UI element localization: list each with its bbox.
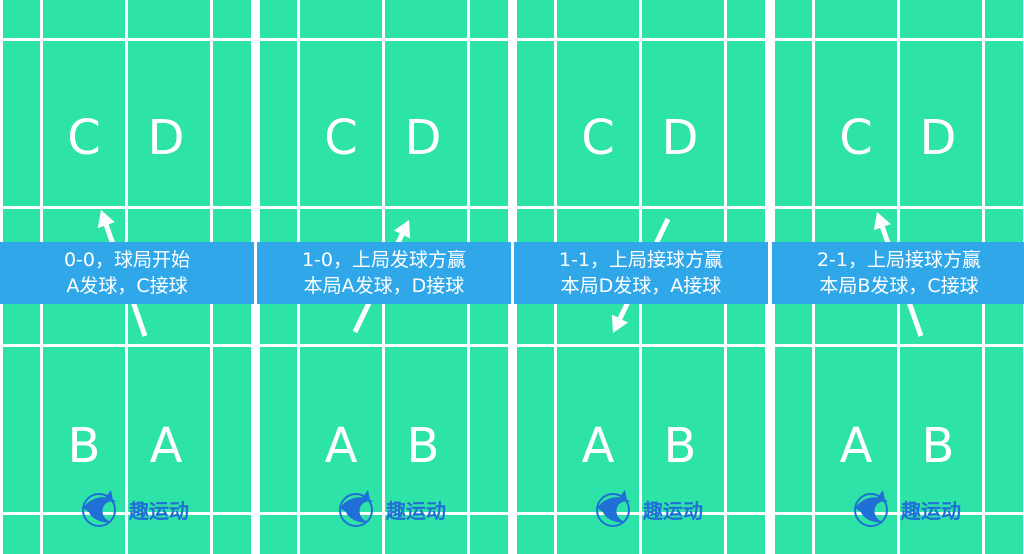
caption-serve-line: A发球，C接球 (66, 275, 188, 297)
caption-score-line: 1-0，上局发球方赢 (301, 249, 467, 271)
back-service-line-top (3, 38, 251, 41)
player-top-left: C (324, 110, 358, 166)
short-service-line-top (3, 206, 251, 209)
short-service-line-top (260, 206, 508, 209)
player-top-right: D (404, 110, 442, 166)
rotation-caption-4: 2-1，上局接球方赢本局B发球，C接球 (772, 242, 1024, 304)
rotation-caption-2: 1-0，上局发球方赢本局A发球，D接球 (257, 242, 511, 304)
player-bottom-left: A (839, 418, 873, 474)
rotation-caption-3: 1-1，上局接球方赢本局D发球，A接球 (514, 242, 768, 304)
quyundong-logo: 趣运动 (82, 490, 189, 527)
logo-text: 趣运动 (385, 499, 446, 523)
short-service-line-bottom (260, 344, 508, 347)
player-bottom-right: B (663, 418, 697, 474)
player-top-right: D (919, 110, 957, 166)
back-service-line-bottom (517, 512, 765, 515)
player-bottom-left: B (67, 418, 101, 474)
quyundong-logo: 趣运动 (339, 490, 446, 527)
quyundong-logo: 趣运动 (596, 490, 703, 527)
back-service-line-bottom (775, 512, 1023, 515)
short-service-line-bottom (3, 344, 251, 347)
player-top-left: C (839, 110, 873, 166)
player-bottom-left: A (581, 418, 615, 474)
player-top-right: D (661, 110, 699, 166)
caption-score-line: 1-1，上局接球方赢 (558, 249, 724, 271)
caption-serve-line: 本局A发球，D接球 (303, 275, 465, 297)
rotation-caption-1: 0-0，球局开始 A发球，C接球 (0, 242, 254, 304)
short-service-line-bottom (517, 344, 765, 347)
caption-serve-line: 本局D发球，A接球 (560, 275, 722, 297)
back-service-line-top (517, 38, 765, 41)
logo-text: 趣运动 (642, 499, 703, 523)
caption-serve-line: 本局B发球，C接球 (819, 275, 979, 297)
player-top-left: C (67, 110, 101, 166)
logo-text: 趣运动 (128, 499, 189, 523)
back-service-line-bottom (3, 512, 251, 515)
short-service-line-top (775, 206, 1023, 209)
quyundong-logo: 趣运动 (854, 490, 961, 527)
player-bottom-left: A (324, 418, 358, 474)
short-service-line-bottom (775, 344, 1023, 347)
back-service-line-top (775, 38, 1023, 41)
back-service-line-bottom (260, 512, 508, 515)
short-service-line-top (517, 206, 765, 209)
player-bottom-right: A (149, 418, 183, 474)
caption-score-line: 2-1，上局接球方赢 (816, 249, 982, 271)
caption-score-line: 0-0，球局开始 (63, 249, 191, 271)
back-service-line-top (260, 38, 508, 41)
player-top-right: D (147, 110, 185, 166)
player-bottom-right: B (406, 418, 440, 474)
player-top-left: C (581, 110, 615, 166)
player-bottom-right: B (921, 418, 955, 474)
logo-text: 趣运动 (900, 499, 961, 523)
